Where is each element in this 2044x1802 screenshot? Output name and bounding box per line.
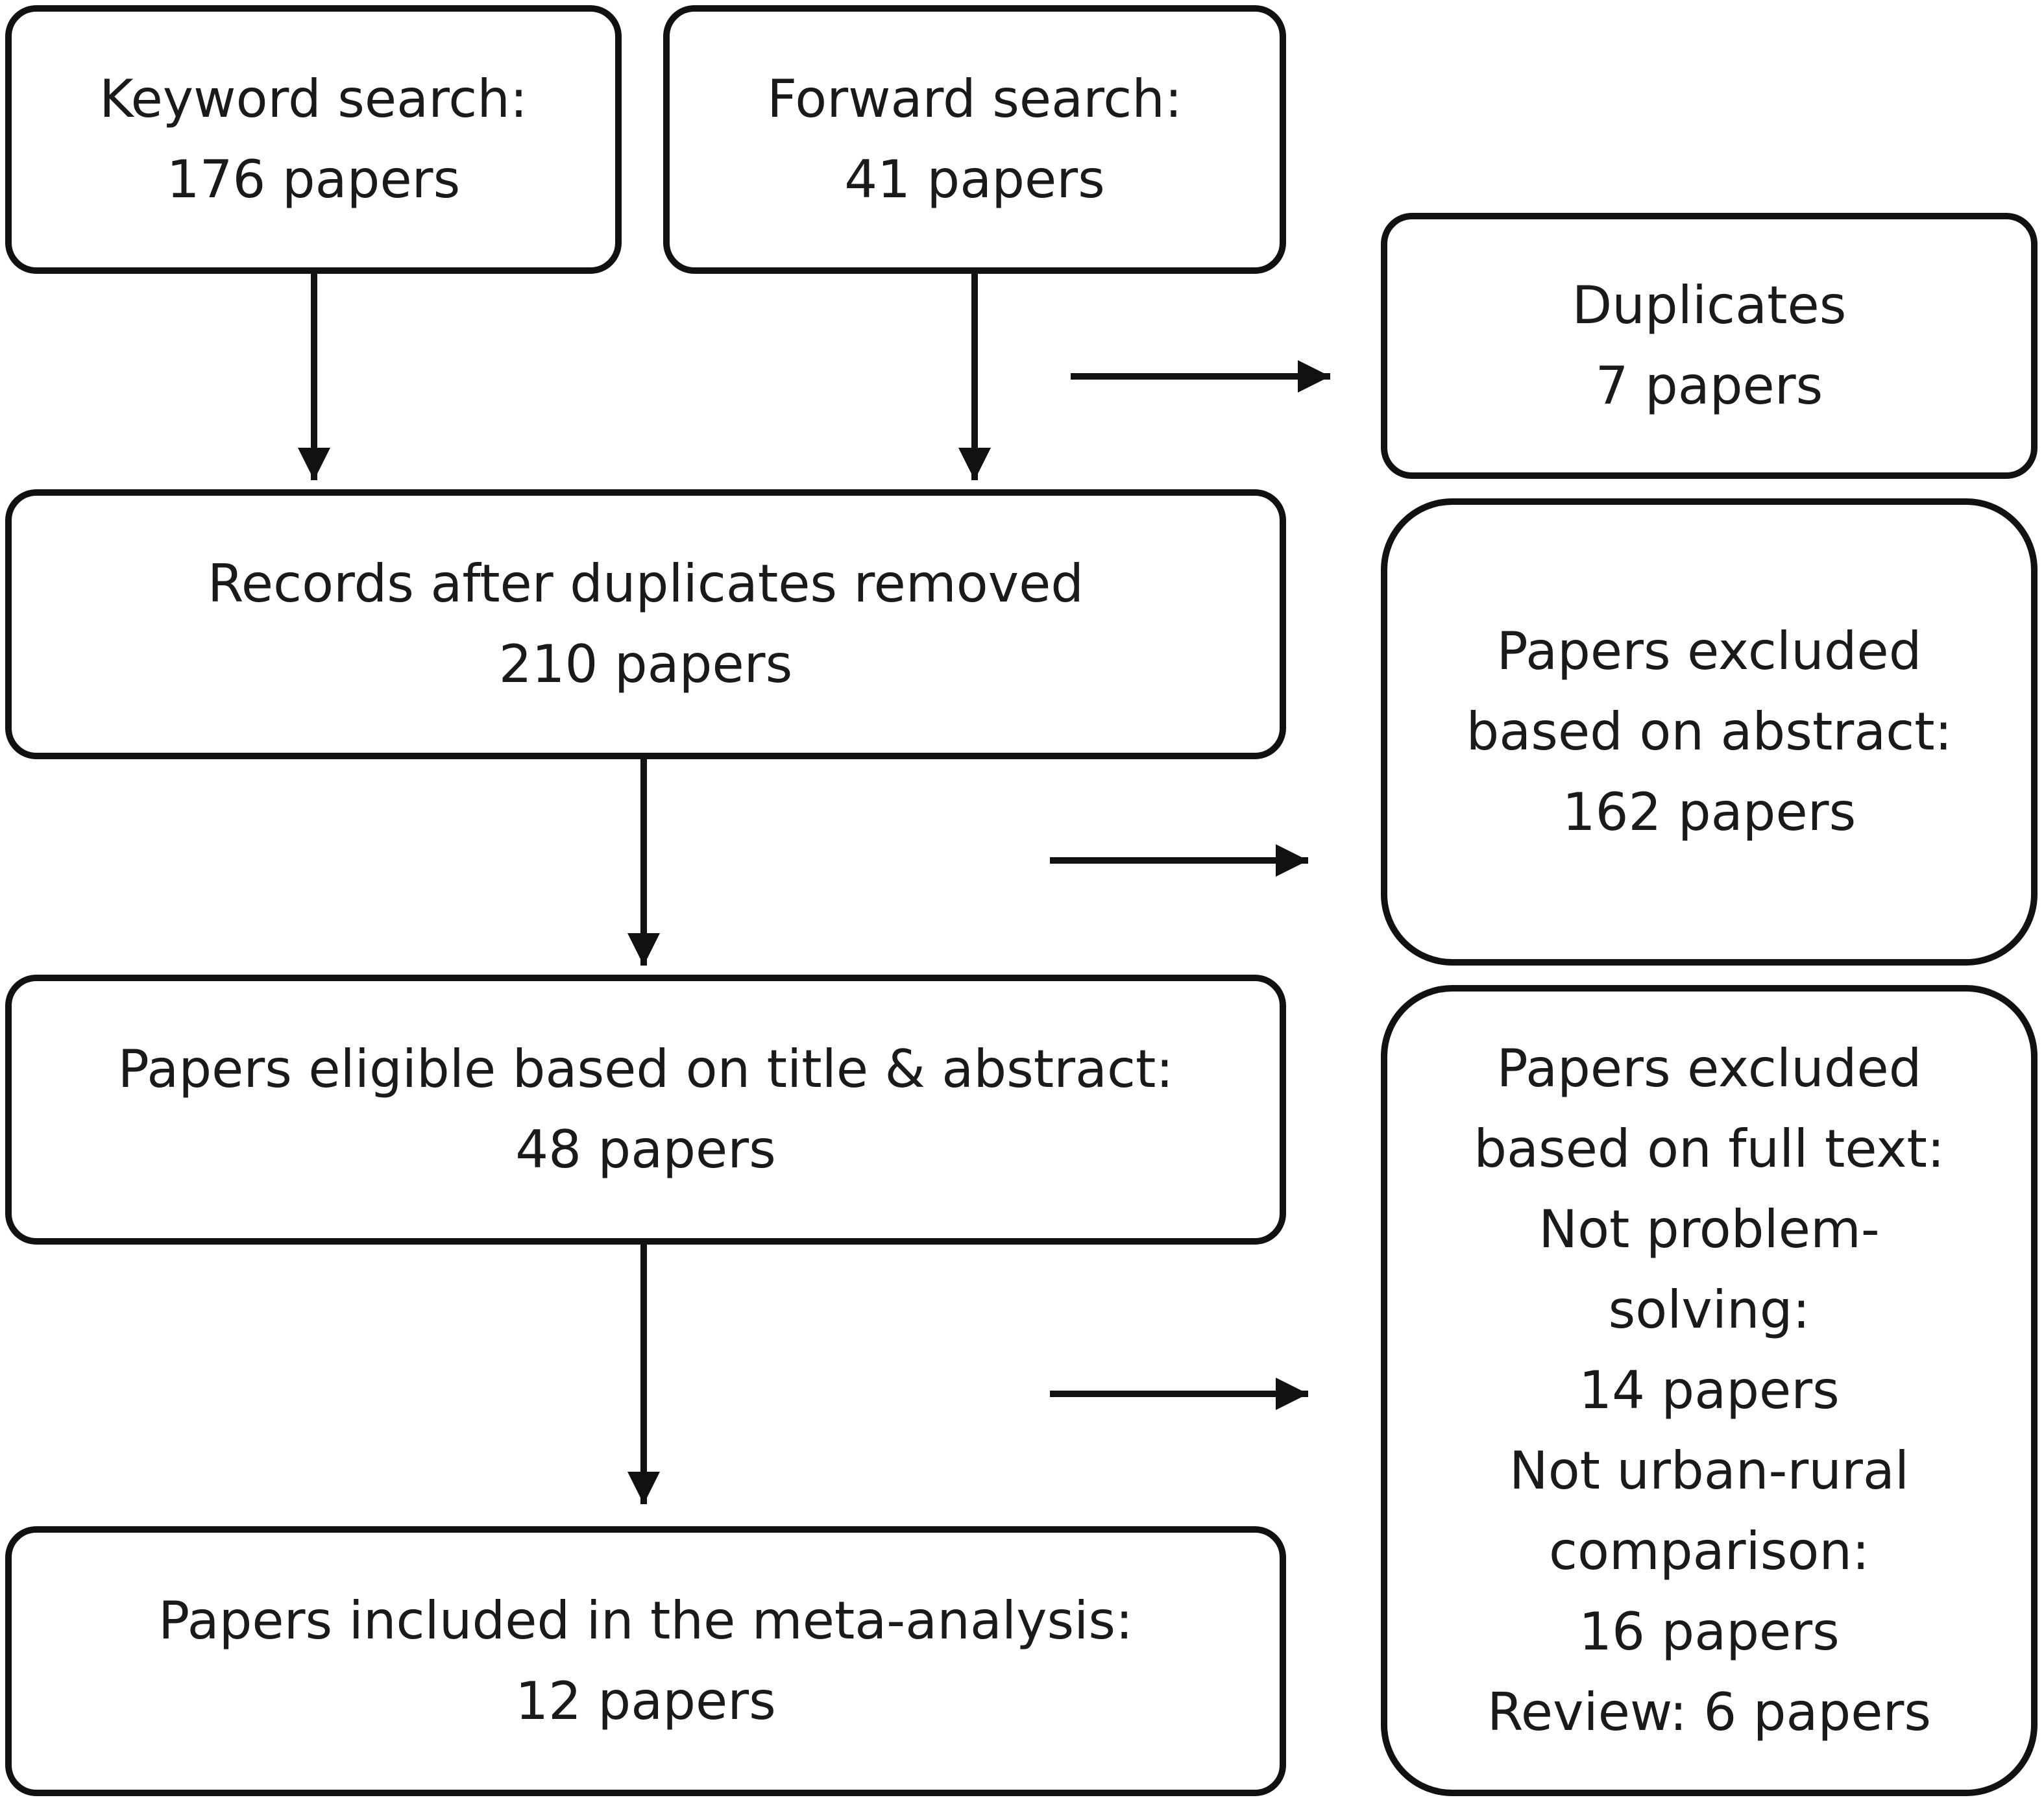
excluded-full-text-line-1: Papers excluded bbox=[1496, 1038, 1922, 1099]
included-box: Papers included in the meta-analysis: 12… bbox=[5, 1526, 1286, 1796]
not-urban-rural-count: 16 papers bbox=[1579, 1601, 1840, 1662]
excluded-abstract-line-2: based on abstract: bbox=[1466, 701, 1953, 762]
eligible-count: 48 papers bbox=[515, 1119, 776, 1180]
records-after-duplicates-box: Records after duplicates removed 210 pap… bbox=[5, 489, 1286, 759]
not-problem-solving-count: 14 papers bbox=[1579, 1360, 1840, 1420]
not-urban-rural-label-1: Not urban-rural bbox=[1509, 1441, 1910, 1501]
records-after-duplicates-count: 210 papers bbox=[498, 634, 793, 694]
excluded-full-text-line-2: based on full text: bbox=[1474, 1119, 1945, 1179]
keyword-search-label: Keyword search: bbox=[99, 69, 528, 129]
not-problem-solving-label-1: Not problem- bbox=[1539, 1199, 1880, 1260]
included-count: 12 papers bbox=[515, 1671, 776, 1731]
duplicates-count: 7 papers bbox=[1595, 356, 1823, 416]
not-urban-rural-label-2: comparison: bbox=[1548, 1521, 1870, 1581]
duplicates-label: Duplicates bbox=[1572, 275, 1847, 335]
keyword-search-box: Keyword search: 176 papers bbox=[5, 5, 622, 274]
forward-search-box: Forward search: 41 papers bbox=[663, 5, 1286, 274]
forward-search-count: 41 papers bbox=[844, 149, 1105, 210]
excluded-full-text-box: Papers excluded based on full text: Not … bbox=[1381, 985, 2038, 1796]
review-count: Review: 6 papers bbox=[1487, 1682, 1932, 1742]
excluded-abstract-line-1: Papers excluded bbox=[1496, 621, 1922, 681]
eligible-label: Papers eligible based on title & abstrac… bbox=[117, 1039, 1174, 1099]
duplicates-box: Duplicates 7 papers bbox=[1381, 213, 2038, 479]
eligible-box: Papers eligible based on title & abstrac… bbox=[5, 975, 1286, 1245]
records-after-duplicates-label: Records after duplicates removed bbox=[207, 554, 1084, 614]
excluded-abstract-count: 162 papers bbox=[1562, 782, 1856, 842]
excluded-abstract-box: Papers excluded based on abstract: 162 p… bbox=[1381, 498, 2038, 966]
forward-search-label: Forward search: bbox=[767, 69, 1182, 129]
keyword-search-count: 176 papers bbox=[166, 149, 461, 210]
included-label: Papers included in the meta-analysis: bbox=[158, 1590, 1134, 1651]
not-problem-solving-label-2: solving: bbox=[1608, 1280, 1810, 1340]
